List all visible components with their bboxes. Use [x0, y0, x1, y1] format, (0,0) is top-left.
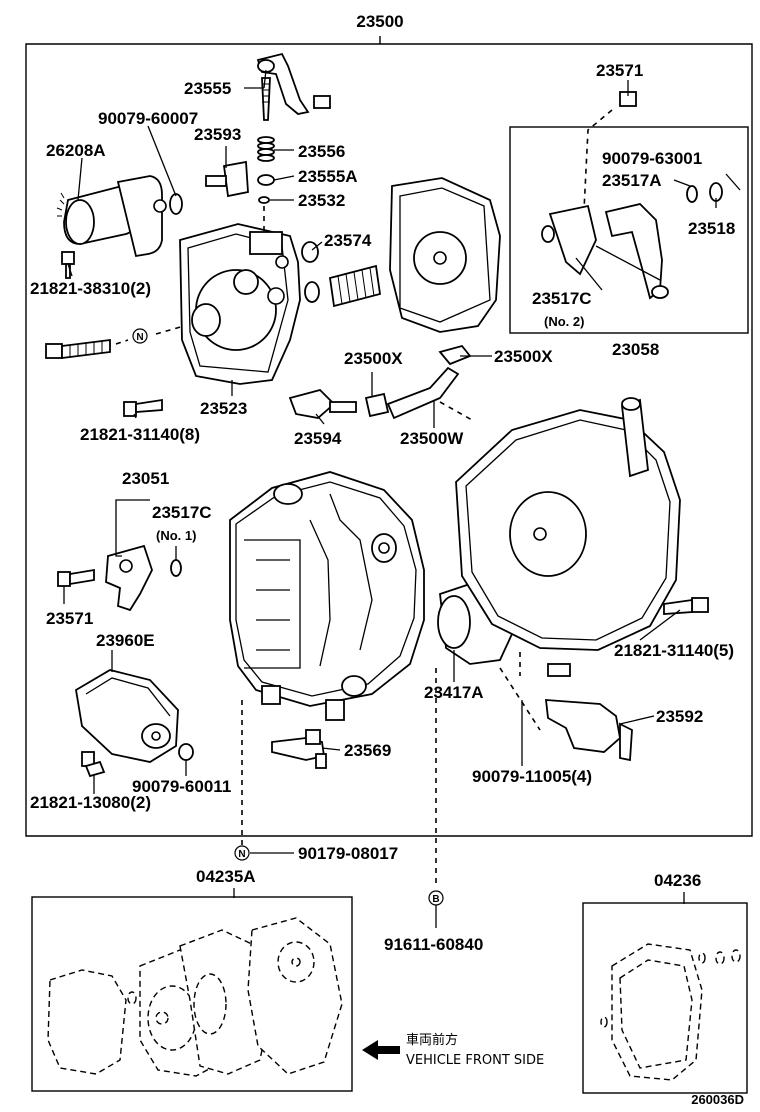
label-no1: (No. 1)	[156, 528, 196, 543]
label-21821-13080: 21821-13080(2)	[30, 793, 151, 812]
seal-part-23555A	[257, 174, 275, 186]
oring-part-23532	[258, 196, 270, 204]
label-23569: 23569	[344, 741, 391, 760]
label-21821-31140-5: 21821-31140(5)	[614, 641, 734, 660]
label-23500W: 23500W	[400, 429, 464, 448]
label-23571-top: 23571	[596, 61, 643, 80]
bolt-part-31140-8	[123, 398, 163, 417]
label-23574: 23574	[324, 231, 372, 250]
note-jp: 車両前方	[406, 1032, 458, 1048]
label-23555A: 23555A	[298, 167, 358, 186]
marker-b-91611: B	[428, 890, 444, 906]
spring-part-23556	[257, 136, 275, 162]
adjusting-lever-part	[256, 52, 331, 121]
label-23960E: 23960E	[96, 631, 155, 650]
assembly-frame	[25, 36, 753, 837]
label-23532: 23532	[298, 191, 345, 210]
label-23517C-no1: 23517C	[152, 503, 212, 522]
label-no2: (No. 2)	[544, 314, 584, 329]
label-21821-31140-8: 21821-31140(8)	[80, 425, 200, 444]
bolt-part-31140-5	[663, 597, 709, 615]
label-23518: 23518	[688, 219, 735, 238]
label-90079-60007: 90079-60007	[98, 109, 198, 128]
label-26208A: 26208A	[46, 141, 106, 160]
diagram-code: 260036D	[691, 1092, 744, 1107]
hose-fittings-part	[288, 344, 472, 420]
label-90079-11005: 90079-11005(4)	[472, 767, 592, 786]
elbow-fitting-part	[499, 652, 633, 762]
marker-n-90179: N	[234, 845, 250, 861]
kit-04236-illustration	[600, 943, 741, 1081]
label-23571-mid: 23571	[46, 609, 93, 628]
label-90079-60011: 90079-60011	[132, 777, 231, 796]
valve-part-23569	[271, 729, 327, 769]
label-23523: 23523	[200, 399, 247, 418]
label-21821-38310: 21821-38310(2)	[30, 279, 151, 298]
bracket-part-23051	[57, 544, 182, 612]
label-23556: 23556	[298, 142, 345, 161]
label-23517A: 23517A	[602, 171, 662, 190]
label-91611-60840: 91611-60840	[384, 935, 483, 954]
note-vehicle-front: VEHICLE FRONT SIDE	[406, 1053, 544, 1068]
vehicle-front-arrow-icon	[362, 1040, 400, 1060]
label-23593: 23593	[194, 125, 241, 144]
rear-cover-part	[455, 397, 681, 651]
svg-text:N: N	[238, 849, 245, 860]
label-23500X-b: 23500X	[494, 347, 553, 366]
linkage-subassembly-part	[541, 91, 741, 300]
svg-text:N: N	[136, 332, 143, 343]
label-23555: 23555	[184, 79, 231, 98]
label-04235A: 04235A	[196, 867, 256, 886]
marker-n-bolt: N	[132, 328, 148, 344]
label-23058: 23058	[612, 340, 659, 359]
label-23051: 23051	[122, 469, 169, 488]
label-04236: 04236	[654, 871, 701, 890]
label-23417A: 23417A	[424, 683, 484, 702]
kit-frame-04236	[582, 902, 748, 1094]
regulator-body-part	[179, 223, 301, 385]
label-90079-63001: 90079-63001	[602, 149, 702, 168]
spring-part-23574	[301, 241, 382, 308]
label-90179-08017: 90179-08017	[298, 844, 398, 863]
fitting-part-23593	[205, 160, 249, 198]
long-bolt-part	[45, 325, 185, 360]
label-23517C-no2: 23517C	[532, 289, 592, 308]
washer-part	[169, 193, 183, 215]
converter-housing-part	[229, 471, 425, 721]
label-23500X-a: 23500X	[344, 349, 403, 368]
label-23500: 23500	[356, 12, 403, 31]
kit-04235A-illustration	[47, 917, 343, 1077]
diaphragm-cover-part	[389, 177, 501, 333]
kit-frame-04235A	[31, 896, 353, 1092]
label-23594: 23594	[294, 429, 342, 448]
label-23592: 23592	[656, 707, 703, 726]
leader-lines	[63, 69, 717, 904]
svg-text:B: B	[432, 894, 439, 905]
subassembly-frame-23058	[509, 126, 749, 334]
solenoid-valve-part	[56, 175, 167, 258]
leader-dash-hose	[439, 401, 473, 421]
motor-part-23960E	[75, 669, 194, 778]
